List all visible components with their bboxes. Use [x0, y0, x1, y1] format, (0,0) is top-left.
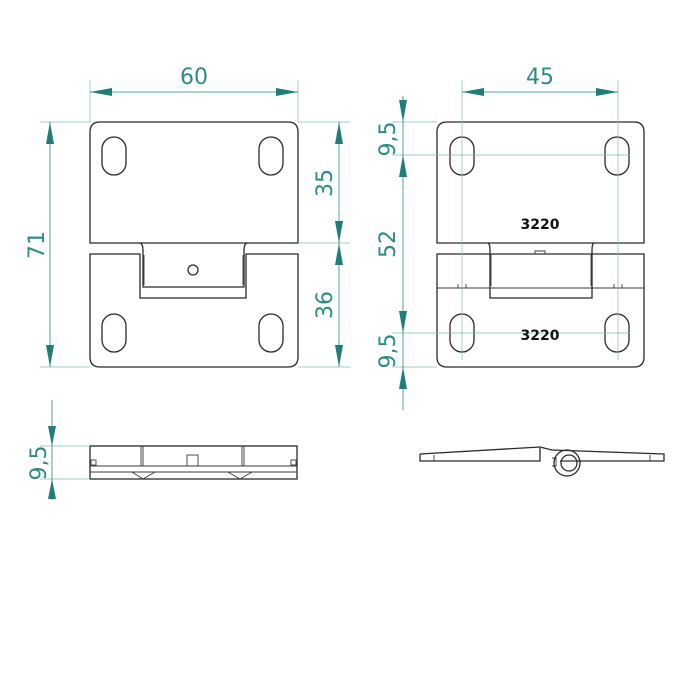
dim-upper-35: 35: [313, 169, 338, 197]
dim-bottom-offset-9-5: 9,5: [376, 334, 401, 369]
part-marking-upper: 3220: [521, 217, 560, 233]
side-view: [419, 446, 665, 477]
bottom-view: 9,5: [27, 400, 298, 500]
dim-thickness-9-5: 9,5: [27, 446, 52, 481]
dim-hole-spacing-45: 45: [526, 65, 554, 90]
rear-view: 3220 3220 45 9,5 52 9,5: [376, 65, 645, 410]
dim-hole-spacing-52: 52: [376, 230, 401, 258]
dim-width-60: 60: [180, 65, 208, 90]
front-view: 60 71 35 36: [25, 65, 350, 368]
dim-height-71: 71: [25, 231, 50, 259]
dim-top-offset-9-5: 9,5: [376, 122, 401, 157]
part-marking-lower: 3220: [521, 328, 560, 344]
dim-lower-36: 36: [313, 291, 338, 319]
